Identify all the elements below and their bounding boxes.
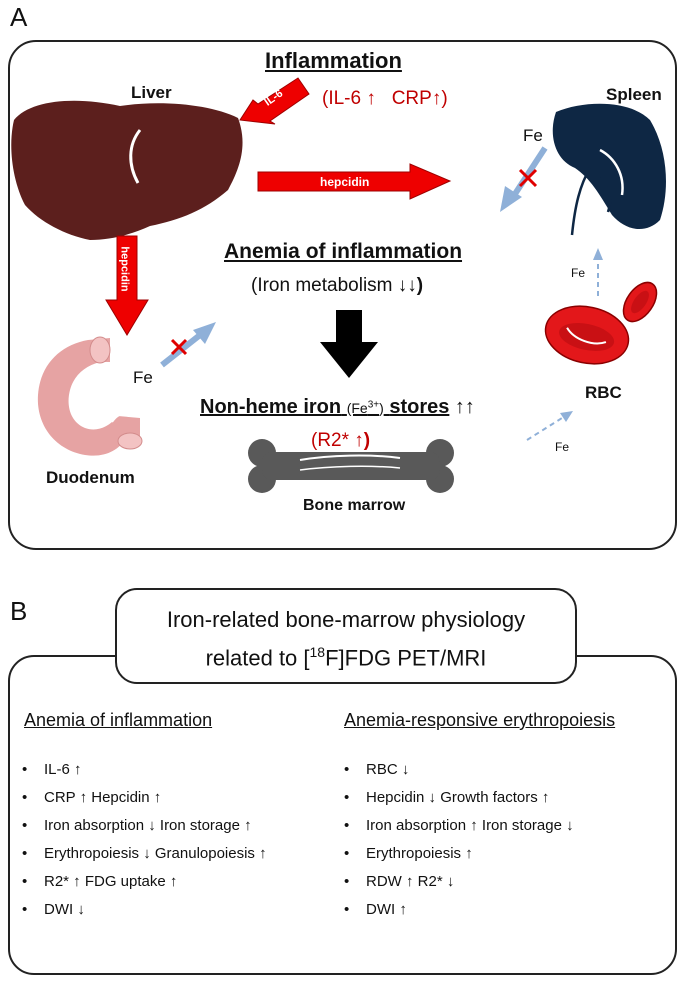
panel-b-title-line1: Iron-related bone-marrow physiology (166, 607, 526, 632)
bone-highlight-2 (299, 465, 401, 471)
stores-up-arrows: ↑↑ (454, 396, 475, 418)
bone-highlight (299, 454, 401, 461)
panel-a-illustration (11, 77, 666, 493)
right-list: •RBC ↓ •Hepcidin ↓ Growth factors ↑ •Iro… (344, 756, 574, 924)
il6-marker: IL-6 (328, 88, 362, 109)
liver-shape (11, 100, 243, 240)
rbc-label: RBC (585, 383, 622, 402)
list-item: •Hepcidin ↓ Growth factors ↑ (344, 789, 550, 806)
rbc-fe-lower-arrow-line (526, 417, 563, 441)
iron-metabolism-label: (Iron metabolism (251, 275, 393, 296)
list-item: •R2* ↑ FDG uptake ↑ (22, 873, 178, 890)
hepcidin-horizontal-arrow-shape (257, 163, 452, 200)
crp-up-arrow: ↑ (431, 88, 442, 109)
r2-up-arrow: ↑) (354, 430, 371, 451)
duodenum-fe-label: Fe (133, 368, 153, 387)
rbc-large (544, 305, 630, 365)
spleen-fe-block-mark (518, 168, 538, 188)
inflammation-title-text: Inflammation (265, 48, 402, 73)
duodenum-highlight (111, 413, 125, 423)
list-item: •IL-6 ↑ (22, 761, 82, 778)
spleen-label: Spleen (606, 85, 662, 104)
il6-up-arrow: ↑ (366, 88, 376, 109)
anemia-title-text: Anemia of inflammation (224, 240, 463, 263)
hepcidin-vertical-arrow-shape (105, 235, 149, 336)
rbc-fe-upper-label: Fe (571, 266, 586, 280)
liver-highlight (129, 129, 142, 184)
spleen-fe-label: Fe (523, 126, 543, 145)
list-item: •CRP ↑ Hepcidin ↑ (22, 789, 162, 806)
spleen-hilum (599, 148, 624, 196)
liver-label: Liver (131, 83, 172, 102)
duodenum-label: Duodenum (46, 468, 135, 487)
iron-metabolism-down-arrows: ↓↓) (397, 275, 424, 296)
stores-word: stores (389, 396, 450, 418)
spleen-vessel (570, 167, 592, 236)
spleen-fe-arrowhead (500, 186, 522, 212)
bone-marrow-label: Bone marrow (303, 497, 406, 514)
panel-a-letter: A (10, 2, 28, 32)
list-item: •DWI ↑ (344, 901, 407, 918)
left-list-heading: Anemia of inflammation (24, 710, 213, 730)
duodenum-fe-arrowhead (193, 322, 216, 344)
iron-metabolism-text: (Iron metabolism ↓↓) (251, 275, 423, 297)
hepcidin-vertical-label: hepcidin (118, 246, 131, 292)
panel-b-title-line2: related to [18F]FDG PET/MRI (117, 636, 575, 674)
anemia-of-inflammation-title: Anemia of inflammation (224, 240, 462, 264)
fe3-sup: 3+ (367, 399, 380, 411)
inflammation-markers: (IL-6 ↑ CRP↑) (322, 88, 448, 109)
list-item: •Erythropoiesis ↑ (344, 845, 473, 862)
rbc-fe-upper-arrowhead (593, 248, 603, 260)
r2-text: (R2* (311, 430, 350, 451)
list-item: •Erythropoiesis ↓ Granulopoiesis ↑ (22, 845, 267, 862)
duodenum-end-opening (117, 432, 143, 450)
nonheme-prefix: Non-heme iron (200, 396, 342, 418)
spleen-vessel-2 (599, 177, 612, 213)
duodenum-shape (37, 338, 140, 456)
title-line2-sup: 18 (309, 644, 326, 660)
duodenum-top-opening (89, 336, 111, 364)
crp-marker: CRP (391, 88, 432, 109)
title-line2-suffix: F]FDG PET/MRI (325, 645, 487, 671)
list-item: •Iron absorption ↓ Iron storage ↑ (22, 817, 252, 834)
list-item: •Iron absorption ↑ Iron storage ↓ (344, 817, 574, 834)
duodenum-fe-block-mark (170, 338, 188, 356)
list-item: •RDW ↑ R2* ↓ (344, 873, 455, 890)
center-down-arrow (320, 310, 378, 378)
list-item: •DWI ↓ (22, 901, 85, 918)
list-item: •RBC ↓ (344, 761, 410, 778)
panel-a-frame (8, 40, 677, 550)
rbc-fe-lower-label: Fe (555, 440, 570, 454)
spleen-shape (552, 103, 666, 230)
title-line2-prefix: related to [ (205, 645, 310, 671)
fe3-close: ) (379, 400, 384, 416)
panel-b-title-box: Iron-related bone-marrow physiology rela… (115, 588, 577, 684)
spleen-fe-arrow-line (510, 146, 548, 199)
hepcidin-horizontal-label: hepcidin (320, 175, 370, 189)
left-list: •IL-6 ↑ •CRP ↑ Hepcidin ↑ •Iron absorpti… (22, 756, 267, 924)
fe3-base: (Fe (346, 400, 368, 416)
right-list-heading: Anemia-responsive erythropoiesis (344, 710, 616, 730)
panel-b-letter: B (10, 596, 28, 626)
il6-arrow-shape (239, 77, 310, 125)
rbc-fe-lower-arrowhead (560, 411, 573, 422)
rbc-small (622, 281, 658, 323)
inflammation-title: Inflammation (265, 48, 402, 74)
r2-marker: (R2* ↑) (311, 430, 370, 452)
nonheme-iron-stores-title: Non-heme iron (Fe3+) stores ↑↑ (200, 396, 475, 419)
